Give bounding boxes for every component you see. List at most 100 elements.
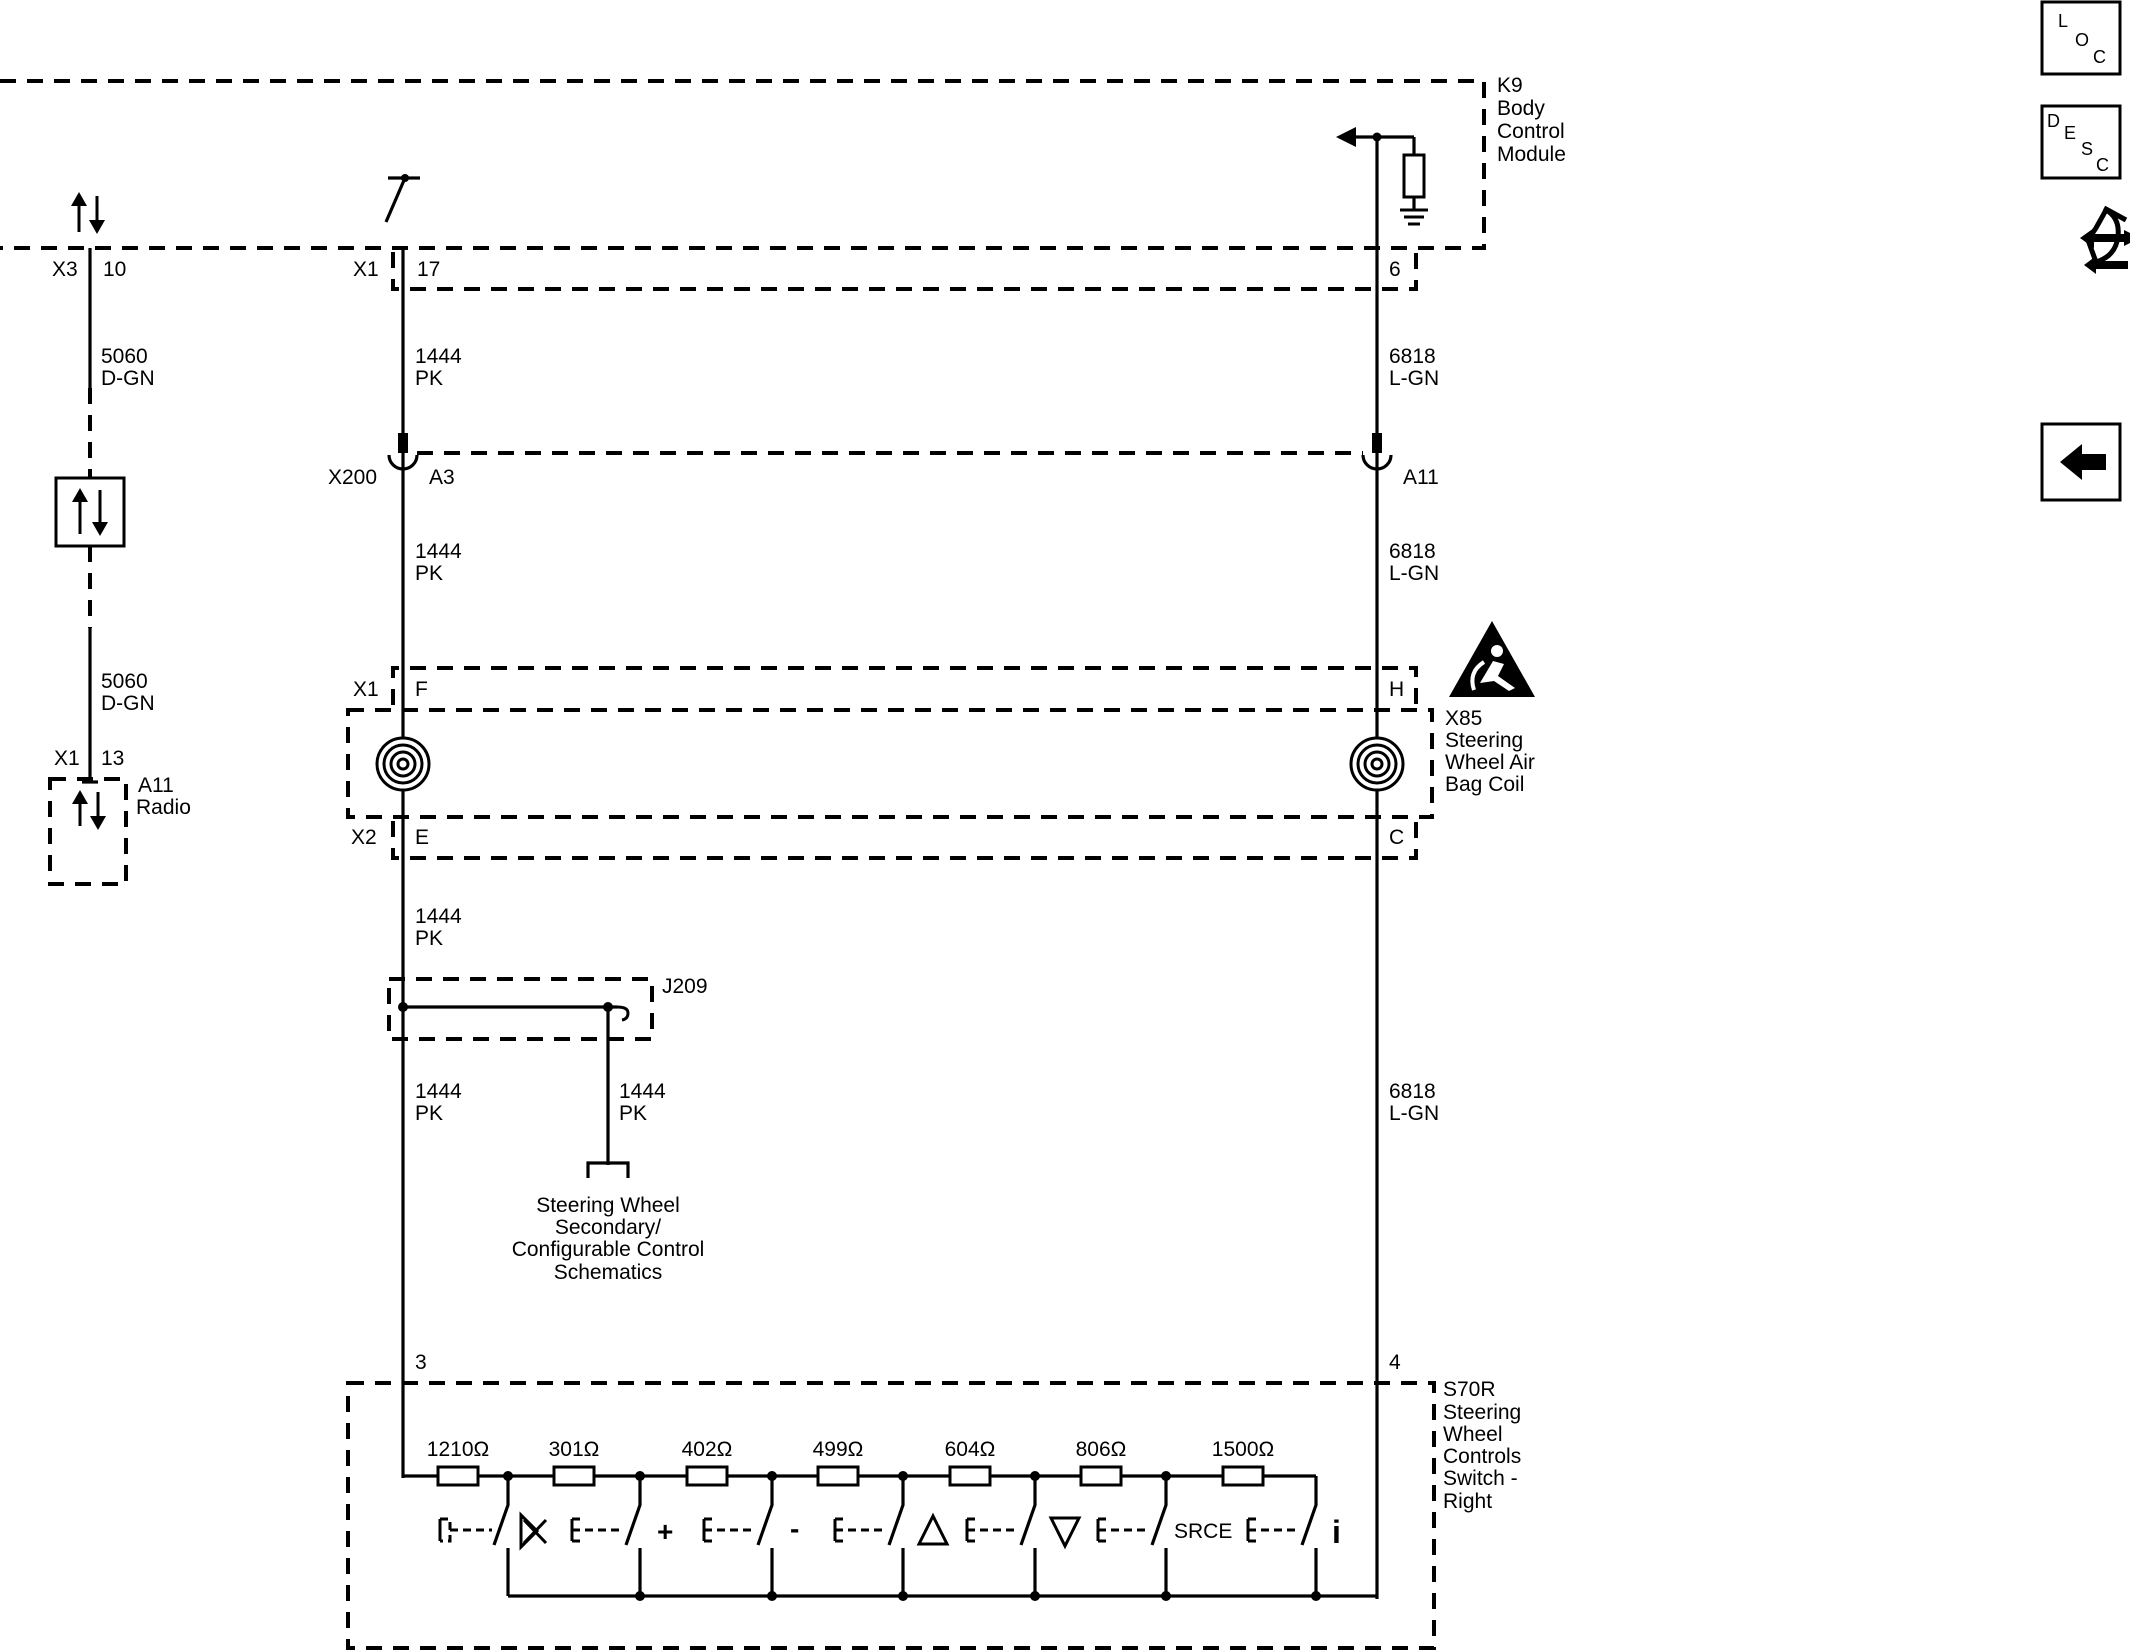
desc-letter-c: C bbox=[2096, 155, 2109, 175]
info-label: i bbox=[1332, 1514, 1341, 1550]
loc-letter-c: C bbox=[2093, 47, 2106, 67]
clockspring-coil-icon-left bbox=[375, 736, 431, 792]
j209-splice-label: J209 bbox=[662, 975, 708, 998]
resistor-499 bbox=[816, 1465, 860, 1487]
k9-x1-pin-17: 17 bbox=[417, 258, 440, 281]
resistor-301-value: 301Ω bbox=[549, 1438, 600, 1461]
plus-label: + bbox=[657, 1516, 673, 1547]
x85-x2-pin-e: E bbox=[415, 826, 429, 849]
resistor-1500 bbox=[1221, 1465, 1265, 1487]
k9-x1-connector-label: X1 bbox=[353, 258, 379, 281]
x200-pin-a11: A11 bbox=[1403, 466, 1439, 489]
serial-data-arrows-icon bbox=[71, 192, 105, 234]
reference-line-4: Schematics bbox=[554, 1261, 663, 1284]
s70r-title-line-6: Right bbox=[1443, 1490, 1492, 1513]
wire-6818-color-2: L-GN bbox=[1389, 562, 1439, 585]
wire-1444-color-3: PK bbox=[415, 927, 443, 950]
wire-5060-color-lower: D-GN bbox=[101, 692, 155, 715]
resistor-806 bbox=[1079, 1465, 1123, 1487]
reference-schematics-link[interactable]: Steering Wheel Secondary/ Configurable C… bbox=[512, 1194, 705, 1284]
k9-title-line-2: Body bbox=[1497, 97, 1545, 120]
x85-title-line-1: X85 bbox=[1445, 707, 1482, 730]
resistor-499-value: 499Ω bbox=[813, 1438, 864, 1461]
wire-6818-circuit-3: 6818 bbox=[1389, 1080, 1436, 1103]
wire-1444-color-4: PK bbox=[415, 1102, 443, 1125]
wire-5060 bbox=[54, 248, 126, 782]
reference-line-1: Steering Wheel bbox=[536, 1194, 680, 1217]
clockspring-coil-icon-right bbox=[1349, 736, 1405, 792]
ground-icon bbox=[1400, 208, 1428, 226]
back-button[interactable] bbox=[2040, 422, 2122, 502]
wire-1444-circuit-2: 1444 bbox=[415, 540, 462, 563]
desc-button[interactable]: D E S C bbox=[2040, 104, 2122, 180]
x85-x1-pin-f: F bbox=[415, 678, 428, 701]
k9-title-line-4: Module bbox=[1497, 143, 1566, 166]
x85-title-line-4: Bag Coil bbox=[1445, 773, 1524, 796]
loc-letter-o: O bbox=[2075, 30, 2089, 50]
reference-line-2: Secondary/ bbox=[555, 1216, 661, 1239]
s70r-title-line-1: S70R bbox=[1443, 1378, 1496, 1401]
connector-tool-icon[interactable] bbox=[2080, 205, 2130, 274]
resistor-604-value: 604Ω bbox=[945, 1438, 996, 1461]
serial-data-splice-box bbox=[54, 476, 126, 548]
wire-1444-color-1: PK bbox=[415, 367, 443, 390]
a11-title-line-1: A11 bbox=[138, 774, 174, 797]
switch-source: SRCE bbox=[1096, 1476, 1232, 1596]
desc-letter-e: E bbox=[2064, 123, 2076, 143]
reference-line-3: Configurable Control bbox=[512, 1238, 705, 1261]
wire-1444-circuit-1: 1444 bbox=[415, 345, 462, 368]
switch-volume-up: + bbox=[570, 1476, 673, 1596]
switch-seek-up bbox=[833, 1476, 950, 1596]
bcm-switch-icon bbox=[384, 174, 420, 223]
k9-title-line-3: Control bbox=[1497, 120, 1565, 143]
a11-x1-pin-13: 13 bbox=[101, 747, 124, 770]
resistor-402-value: 402Ω bbox=[682, 1438, 733, 1461]
bcm-resistor-icon bbox=[1402, 153, 1426, 199]
s70r-pin-4: 4 bbox=[1389, 1351, 1401, 1374]
bcm-input-resistor-icon bbox=[1336, 127, 1428, 226]
desc-letter-d: D bbox=[2047, 111, 2060, 131]
x200-inline-connector bbox=[387, 433, 1393, 471]
x85-x1-pin-h: H bbox=[1389, 678, 1404, 701]
wire-1444-branch-circuit: 1444 bbox=[619, 1080, 666, 1103]
s70r-steering-wheel-controls-switch: S70R Steering Wheel Controls Switch - Ri… bbox=[346, 1378, 1521, 1650]
mute-cross-icon bbox=[522, 1518, 548, 1545]
x200-connector-label: X200 bbox=[328, 466, 377, 489]
loc-letter-l: L bbox=[2058, 11, 2068, 31]
bcm-input-arrow-icon bbox=[1336, 127, 1356, 147]
wire-5060-color-upper: D-GN bbox=[101, 367, 155, 390]
reference-connector-icon bbox=[586, 1161, 630, 1178]
wire-1444-circuit-4: 1444 bbox=[415, 1080, 462, 1103]
x3-connector-label: X3 bbox=[52, 258, 78, 281]
resistor-1500-value: 1500Ω bbox=[1212, 1438, 1274, 1461]
switch-mute bbox=[438, 1476, 548, 1596]
wire-6818-color-1: L-GN bbox=[1389, 367, 1439, 390]
s70r-title-line-2: Steering bbox=[1443, 1401, 1521, 1424]
k9-body-control-module: K9 Body Control Module bbox=[0, 74, 1566, 250]
wire-1444-branch-color: PK bbox=[619, 1102, 647, 1125]
wire-6818-circuit-2: 6818 bbox=[1389, 540, 1436, 563]
x200-pin-a3: A3 bbox=[429, 466, 455, 489]
x85-title-line-3: Wheel Air bbox=[1445, 751, 1535, 774]
s70r-title-line-3: Wheel bbox=[1443, 1423, 1503, 1446]
resistor-301 bbox=[552, 1465, 596, 1487]
back-arrow-icon bbox=[2060, 444, 2106, 480]
airbag-warning-icon bbox=[1449, 621, 1535, 697]
resistor-402 bbox=[685, 1465, 729, 1487]
s70r-title-line-5: Switch - bbox=[1443, 1467, 1518, 1490]
k9-title-line-1: K9 bbox=[1497, 74, 1523, 97]
loc-button[interactable]: L O C bbox=[2040, 0, 2122, 76]
a11-radio-module: A11 Radio bbox=[48, 774, 191, 886]
up-triangle-icon bbox=[916, 1512, 950, 1546]
wire-6818-circuit-1: 6818 bbox=[1389, 345, 1436, 368]
x85-x2-connector-box bbox=[391, 821, 1418, 860]
desc-letter-s: S bbox=[2081, 139, 2093, 159]
a11-x1-connector-label: X1 bbox=[54, 747, 80, 770]
k9-x1-pin-6: 6 bbox=[1389, 258, 1401, 281]
resistor-1210-value: 1210Ω bbox=[427, 1438, 489, 1461]
x85-x2-pin-c: C bbox=[1389, 826, 1404, 849]
switch-seek-down bbox=[965, 1476, 1082, 1596]
switch-info: i bbox=[1246, 1476, 1341, 1596]
s70r-pin-3: 3 bbox=[415, 1351, 427, 1374]
